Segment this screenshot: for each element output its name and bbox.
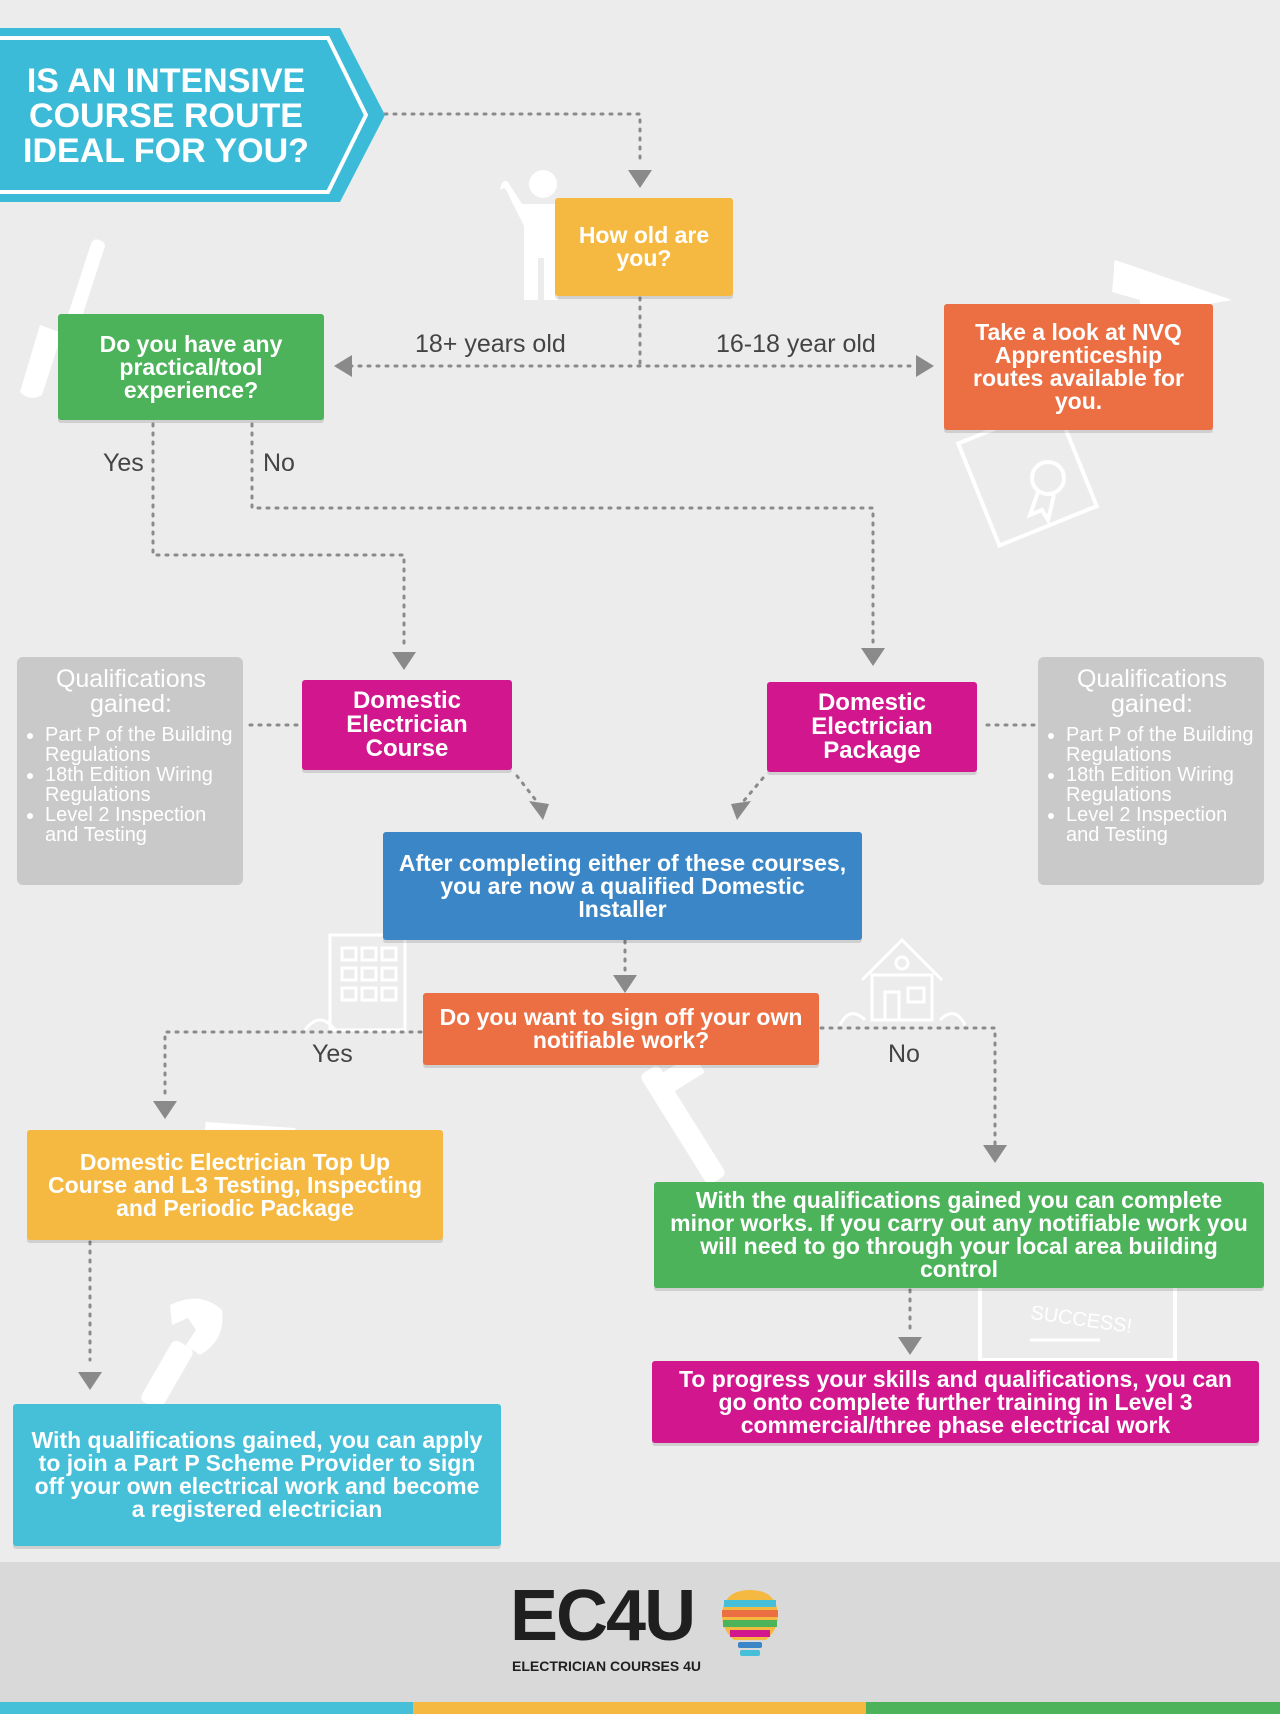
arrowhead-nvq <box>916 355 934 377</box>
logo-tagline: ELECTRICIAN COURSES 4U <box>512 1658 702 1674</box>
qualification-item: Part P of the Building Regulations <box>1066 725 1258 765</box>
qualifications-left: Qualifications gained: Part P of the Bui… <box>17 657 243 885</box>
arrowhead-minor <box>983 1145 1007 1163</box>
connector-course-to-qualified <box>515 774 540 805</box>
label-sign-yes: Yes <box>312 1040 353 1068</box>
qualifications-list-right: Part P of the Building Regulations 18th … <box>1046 725 1258 845</box>
footer-stripe-yellow <box>413 1702 866 1714</box>
qualifications-list-left: Part P of the Building Regulations 18th … <box>25 725 237 845</box>
domestic-package-text: Domestic Electrician Package <box>811 689 933 764</box>
qualifications-title-right: Qualifications gained: <box>1076 665 1228 718</box>
age-question-box: How old are you? <box>555 198 733 296</box>
nvq-box: Take a look at NVQ Apprenticeship routes… <box>944 304 1213 430</box>
connector-tool-no <box>250 422 875 647</box>
person-icon <box>500 170 570 300</box>
domestic-course-box: Domestic Electrician Course <box>302 680 512 770</box>
progress-box: To progress your skills and qualificatio… <box>652 1361 1259 1443</box>
title-line-3: IDEAL FOR YOU? <box>23 132 309 170</box>
qualified-installer-text: After completing either of these courses… <box>398 849 847 922</box>
label-tool-no: No <box>263 449 295 477</box>
qualifications-title-left: Qualifications gained: <box>55 665 207 718</box>
connector-signoff-no <box>819 1026 997 1149</box>
label-sign-no: No <box>888 1040 920 1068</box>
arrowhead-course-qualified <box>529 801 549 820</box>
footer-stripe-green <box>866 1702 1280 1714</box>
connector-package-to-qualified <box>740 776 765 805</box>
wrench-icon <box>141 1298 223 1410</box>
qualification-item: Level 2 Inspection and Testing <box>1066 805 1258 845</box>
age-question-text: How old are you? <box>578 222 710 271</box>
lightbulb-logo-icon <box>722 1590 778 1656</box>
arrowhead-package <box>861 648 885 666</box>
tool-experience-box: Do you have any practical/tool experienc… <box>58 314 324 420</box>
logo-wordmark: EC4U <box>510 1576 696 1656</box>
screwdriver-icon <box>20 239 105 398</box>
arrowhead-topup <box>153 1101 177 1119</box>
label-18-plus: 18+ years old <box>415 330 566 358</box>
top-up-text: Domestic Electrician Top Up Course and L… <box>47 1148 422 1221</box>
sign-off-question-box: Do you want to sign off your own notifia… <box>423 993 819 1065</box>
title-line-1: IS AN INTENSIVE <box>26 62 306 100</box>
domestic-course-text: Domestic Electrician Course <box>346 687 468 762</box>
part-p-text: With qualifications gained, you can appl… <box>31 1427 483 1522</box>
house-icon <box>838 937 967 1026</box>
qualifications-right: Qualifications gained: Part P of the Bui… <box>1038 657 1264 885</box>
sign-off-question-text: Do you want to sign off your own notifia… <box>439 1004 803 1053</box>
arrowhead-age <box>628 170 652 188</box>
title-banner <box>0 28 385 202</box>
connector-signoff-yes <box>163 1030 423 1102</box>
page-title: IS AN INTENSIVE COURSE ROUTE IDEAL FOR Y… <box>6 64 326 169</box>
building-icon <box>303 933 407 1032</box>
title-line-2: COURSE ROUTE <box>29 97 303 135</box>
domestic-package-box: Domestic Electrician Package <box>767 682 977 772</box>
label-tool-yes: Yes <box>103 449 144 477</box>
label-16-18: 16-18 year old <box>716 330 876 358</box>
footer <box>0 1562 1280 1702</box>
qualification-item: 18th Edition Wiring Regulations <box>45 765 237 805</box>
arrowhead-tool <box>334 355 352 377</box>
tool-experience-text: Do you have any practical/tool experienc… <box>99 330 283 403</box>
connector-title-to-age <box>383 112 642 167</box>
arrowhead-progress <box>898 1337 922 1355</box>
qualification-item: Level 2 Inspection and Testing <box>45 805 237 845</box>
qualification-item: Part P of the Building Regulations <box>45 725 237 765</box>
qualified-installer-box: After completing either of these courses… <box>383 832 862 940</box>
minor-works-box: With the qualifications gained you can c… <box>654 1182 1264 1288</box>
part-p-box: With qualifications gained, you can appl… <box>13 1404 501 1546</box>
minor-works-text: With the qualifications gained you can c… <box>670 1187 1248 1282</box>
arrowhead-package-qualified <box>731 801 751 820</box>
qualification-item: 18th Edition Wiring Regulations <box>1066 765 1258 805</box>
top-up-box: Domestic Electrician Top Up Course and L… <box>27 1130 443 1240</box>
arrowhead-partp <box>78 1372 102 1390</box>
progress-text: To progress your skills and qualificatio… <box>679 1365 1232 1438</box>
connector-tool-yes <box>151 422 406 647</box>
footer-logo: EC4U ELECTRICIAN COURSES 4U <box>510 1580 780 1680</box>
footer-stripe-cyan <box>0 1702 413 1714</box>
arrowhead-signoff <box>613 975 637 993</box>
arrowhead-course <box>392 652 416 670</box>
nvq-text: Take a look at NVQ Apprenticeship routes… <box>973 319 1184 414</box>
